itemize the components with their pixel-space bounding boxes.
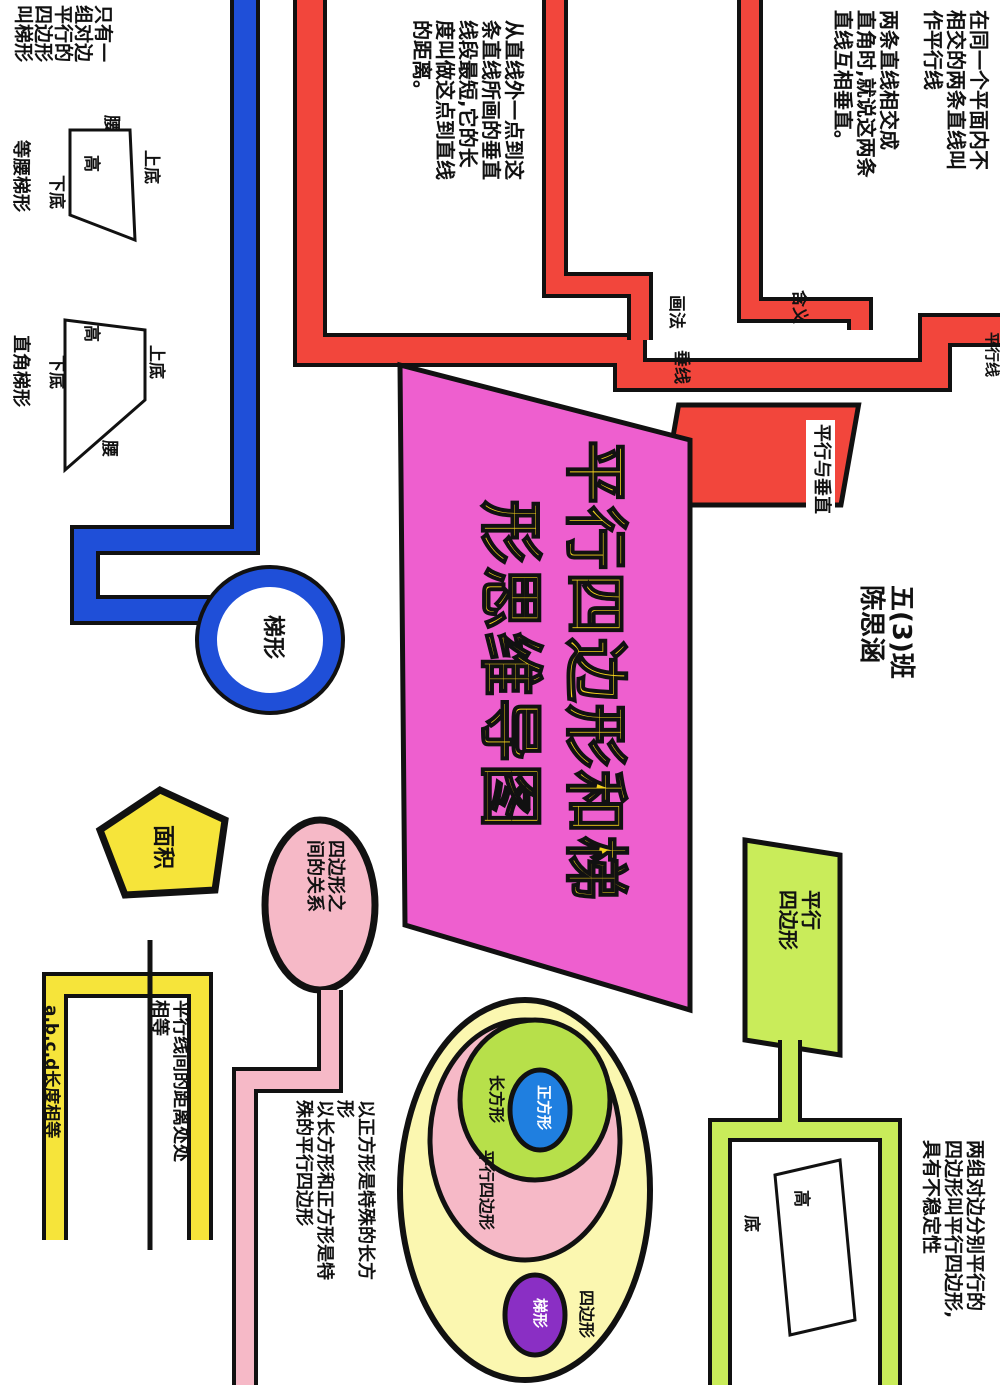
title-line-2: 形思维导图 bbox=[471, 499, 547, 831]
author-class: 五(3)班 bbox=[886, 585, 916, 679]
venn-rectangle: 长方形 bbox=[487, 1075, 506, 1124]
parallel-definition: 在同一个平面内不相交的两条直线叫作平行线 bbox=[921, 10, 991, 170]
parallelogram-base-label: 底 bbox=[741, 1215, 761, 1232]
relationship-node[interactable]: 四边形之间的关系 bbox=[304, 840, 346, 912]
top-base-label-1: 上底 bbox=[141, 150, 161, 184]
trapezoid-node[interactable]: 梯形 bbox=[260, 615, 285, 660]
height-label-1: 高 bbox=[81, 155, 101, 172]
leg-label: 腰 bbox=[101, 115, 121, 132]
perpendicular-definition: 两条直线相交成直角时,就说这两条直线互相垂直。 bbox=[831, 10, 901, 178]
area-node[interactable]: 面积 bbox=[150, 825, 175, 870]
relationship-text: 以正方形是特殊的长方形以长方形和正方形是特殊的平行四边形 bbox=[292, 1100, 376, 1280]
bottom-base-label-2: 下底 bbox=[46, 355, 66, 389]
distance-definition: 从直线外一点到这条直线所画的垂直线段最短,它的长度叫做这点到直线的距离。 bbox=[410, 20, 526, 180]
author-name: 陈思涵 bbox=[856, 585, 886, 664]
parallel-distance-text: 平行线间的距离处处相等 bbox=[149, 1000, 191, 1162]
venn-trapezoid: 梯形 bbox=[531, 1298, 549, 1329]
title-line-1: 平行四边形和梯 bbox=[556, 439, 632, 903]
isosceles-trapezoid-label: 等腰梯形 bbox=[10, 140, 31, 212]
title-box bbox=[397, 361, 693, 1014]
top-base-label-2: 上底 bbox=[146, 345, 166, 379]
parallelogram-node[interactable]: 平行四边形 bbox=[776, 890, 823, 950]
right-trapezoid-label: 直角梯形 bbox=[10, 335, 31, 407]
venn-quadrilateral: 四边形 bbox=[577, 1290, 596, 1339]
parallel-perp-node[interactable]: 平行与垂直 bbox=[806, 420, 835, 518]
venn-square: 正方形 bbox=[535, 1085, 553, 1131]
method-label: 画法 bbox=[666, 295, 686, 329]
parallel-label: 平行线 bbox=[983, 332, 1000, 378]
height-label-2: 高 bbox=[81, 325, 101, 342]
parallel-distance-note: a.b.c.d长度相等 bbox=[41, 1005, 61, 1139]
venn-parallelogram: 平行四边形 bbox=[477, 1150, 496, 1231]
bottom-base-label-1: 下底 bbox=[46, 175, 66, 209]
perpendicular-label: 垂线 bbox=[671, 350, 691, 384]
meaning-label: 含义 bbox=[789, 290, 809, 324]
parallelogram-definition: 两组对边分别平行的四边形叫平行四边形,具有不稳定性 bbox=[920, 1140, 986, 1319]
parallelogram-height-label: 高 bbox=[791, 1190, 811, 1207]
trapezoid-definition: 只有一组对边平行的四边形叫梯形 bbox=[12, 5, 114, 63]
leg-label-2: 腰 bbox=[99, 440, 119, 457]
